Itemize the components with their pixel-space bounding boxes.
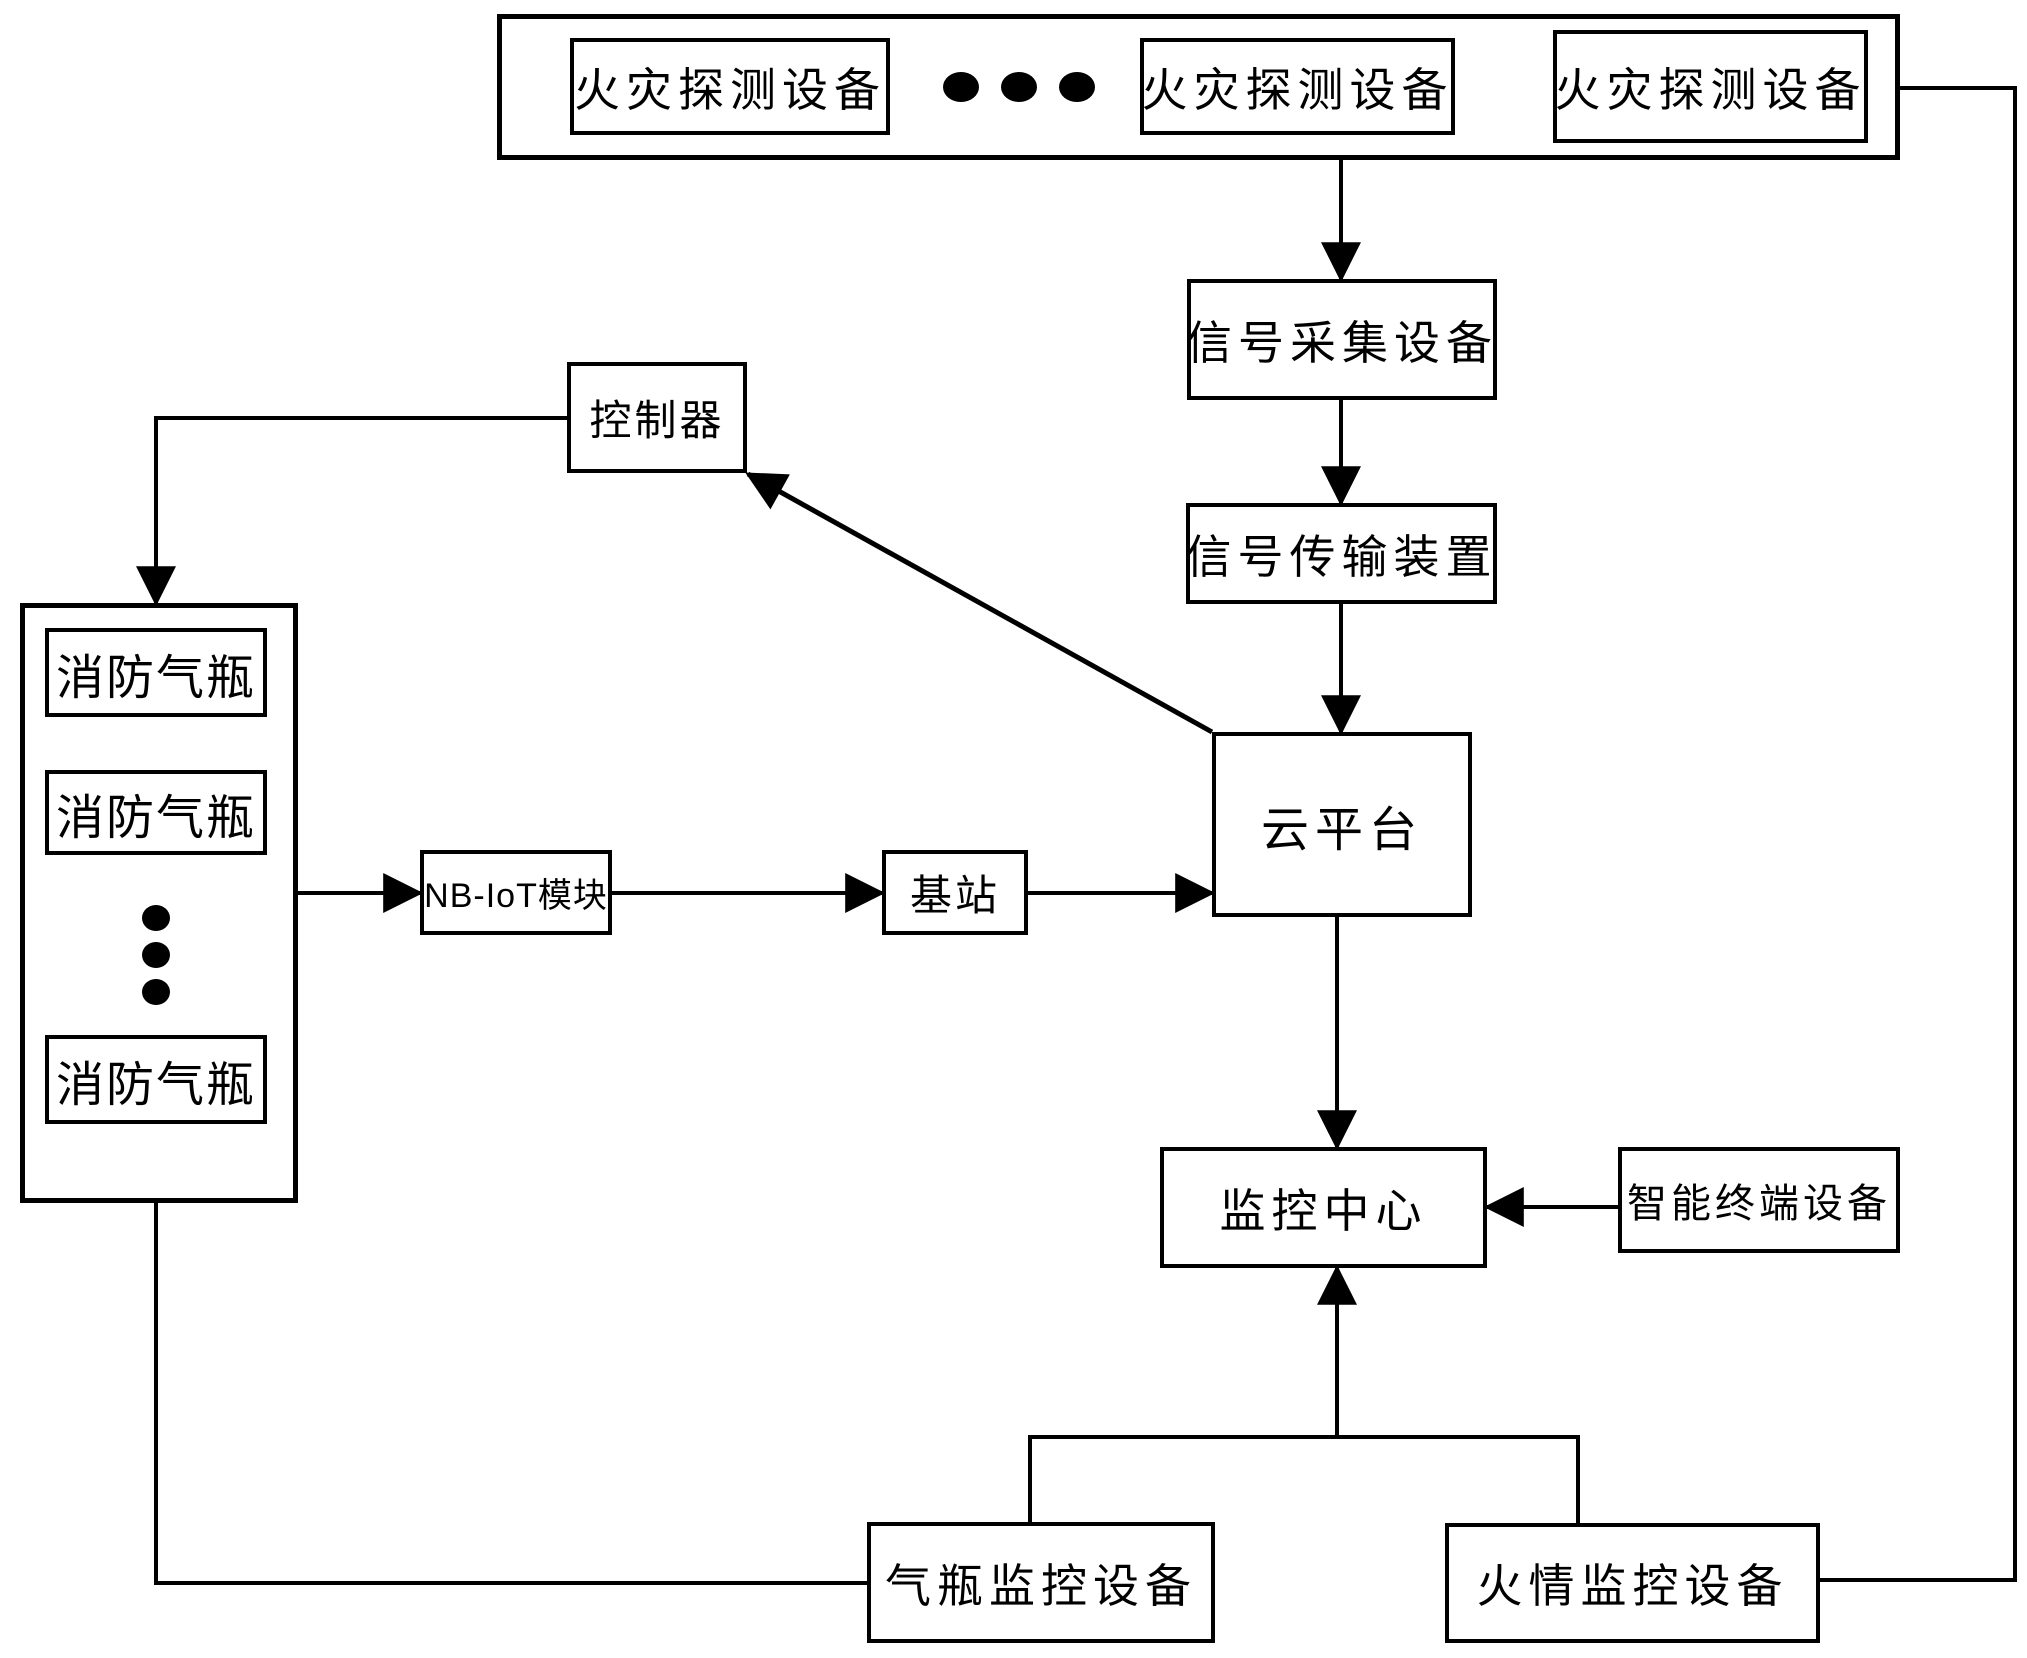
node-label: 智能终端设备	[1627, 1182, 1891, 1226]
node-label: 云平台	[1260, 803, 1423, 857]
node-label: 火灾探测设备	[574, 63, 886, 116]
node-fire-cylinder-3: 消防气瓶	[45, 1035, 267, 1124]
node-base-station: 基站	[882, 850, 1028, 935]
node-fire-cylinder-2: 消防气瓶	[45, 770, 267, 855]
node-label: 信号采集设备	[1186, 316, 1498, 369]
node-cylinder-monitoring: 气瓶监控设备	[867, 1522, 1215, 1643]
node-fire-monitoring: 火情监控设备	[1445, 1523, 1820, 1643]
node-label: 监控中心	[1219, 1184, 1428, 1237]
node-fire-detector-2: 火灾探测设备	[1140, 38, 1455, 135]
node-label: 信号传输装置	[1185, 530, 1498, 583]
node-label: 火情监控设备	[1476, 1560, 1789, 1612]
node-controller: 控制器	[567, 362, 747, 473]
edge-monitoring-branch	[1028, 1435, 1580, 1523]
node-label: 气瓶监控设备	[885, 1559, 1197, 1612]
node-label: 消防气瓶	[55, 791, 256, 845]
node-label: 基站	[909, 872, 1000, 919]
node-label: 火灾探测设备	[1554, 63, 1867, 116]
node-label: 消防气瓶	[55, 1058, 256, 1112]
node-cloud-platform: 云平台	[1212, 732, 1472, 917]
node-label: NB-IoT模块	[424, 877, 608, 915]
edge-controller-to-cylinder-container	[136, 416, 567, 607]
node-fire-cylinder-1: 消防气瓶	[45, 628, 267, 717]
node-signal-transmission: 信号传输装置	[1186, 503, 1497, 604]
edge-detectors-to-fire-monitoring	[1820, 86, 2017, 1582]
node-fire-detector-1: 火灾探测设备	[570, 38, 890, 135]
node-signal-collection: 信号采集设备	[1186, 279, 1498, 400]
node-nbiot-module: NB-IoT模块	[420, 850, 612, 935]
edge-cylinder-container-to-cylinder-monitoring	[154, 1203, 867, 1585]
node-label: 控制器	[589, 397, 725, 444]
node-monitoring-center: 监控中心	[1160, 1147, 1487, 1268]
node-label: 火灾探测设备	[1141, 63, 1454, 116]
node-label: 消防气瓶	[55, 651, 256, 705]
edge-cloud-to-controller	[745, 471, 1214, 735]
node-fire-detector-3: 火灾探测设备	[1553, 30, 1868, 143]
node-smart-terminal: 智能终端设备	[1618, 1147, 1900, 1253]
